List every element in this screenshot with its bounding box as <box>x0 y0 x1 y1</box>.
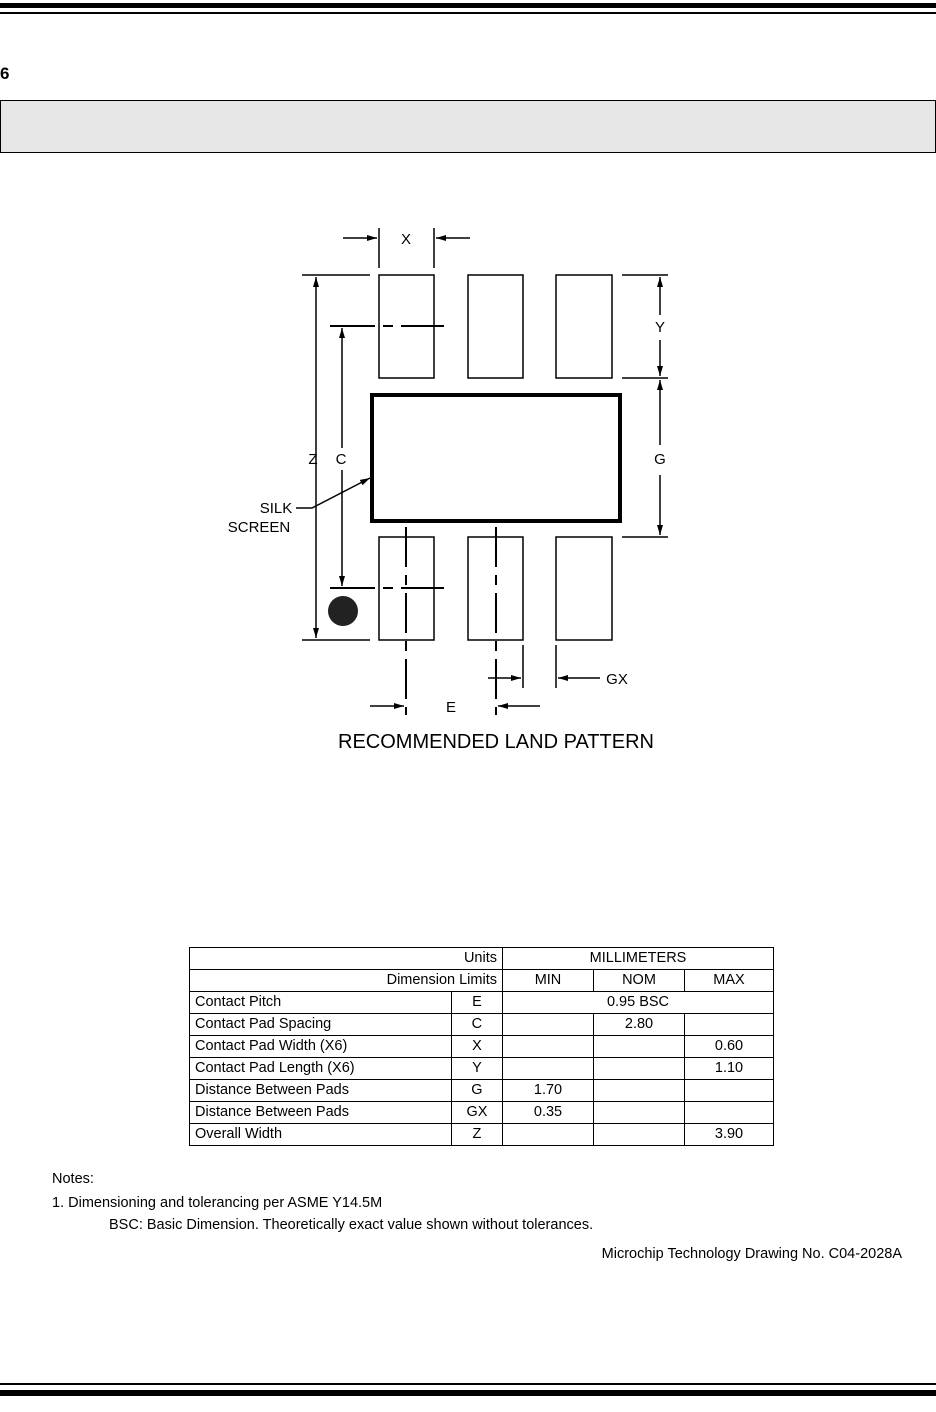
units-value: MILLIMETERS <box>502 947 774 970</box>
row-min: 1.70 <box>502 1079 594 1102</box>
row-symbol: E <box>450 991 504 1014</box>
row-min <box>502 1057 594 1080</box>
row-min <box>502 1013 594 1036</box>
row-symbol: G <box>450 1079 504 1102</box>
pad-bottom-3 <box>555 536 613 641</box>
col-max: MAX <box>684 969 774 992</box>
row-max: 1.10 <box>684 1057 774 1080</box>
pad-centerline-v <box>405 527 497 715</box>
row-name: Distance Between Pads <box>189 1079 452 1102</box>
row-max: 3.90 <box>684 1123 774 1146</box>
row-min: 0.35 <box>502 1101 594 1124</box>
pad-top-2 <box>467 274 524 379</box>
dim-label-y: Y <box>655 319 665 336</box>
pin1-marker-icon <box>328 596 358 626</box>
row-symbol: C <box>450 1013 504 1036</box>
header-rule-thin <box>0 12 936 14</box>
row-max <box>684 1079 774 1102</box>
col-min: MIN <box>502 969 594 992</box>
row-max <box>684 1013 774 1036</box>
silk-label: SILK <box>260 500 293 517</box>
row-nom: 2.80 <box>593 1013 685 1036</box>
land-pattern-drawing: X Y Z C G GX E SILK SCREEN RECOMMENDED L… <box>228 228 668 753</box>
row-symbol: GX <box>450 1101 504 1124</box>
row-min <box>502 1035 594 1058</box>
row-name: Contact Pad Spacing <box>189 1013 452 1036</box>
section-number: 6 <box>0 64 10 83</box>
dim-label-c: C <box>336 451 347 468</box>
row-symbol: X <box>450 1035 504 1058</box>
footer-rule-thick <box>0 1390 936 1396</box>
row-name: Distance Between Pads <box>189 1101 452 1124</box>
table-row: Contact Pitch E 0.95 BSC <box>189 991 774 1014</box>
note-1-bsc: BSC: Basic Dimension. Theoretically exac… <box>109 1217 594 1233</box>
header-rule-thick <box>0 3 936 8</box>
row-name: Contact Pad Length (X6) <box>189 1057 452 1080</box>
col-nom: NOM <box>593 969 685 992</box>
row-symbol: Y <box>450 1057 504 1080</box>
row-nom <box>593 1101 685 1124</box>
row-name: Contact Pad Width (X6) <box>189 1035 452 1058</box>
drawing-number: Microchip Technology Drawing No. C04-202… <box>601 1246 902 1262</box>
silk-leader <box>296 477 371 509</box>
row-nom <box>593 1079 685 1102</box>
row-max <box>684 1101 774 1124</box>
row-max: 0.60 <box>684 1035 774 1058</box>
dim-label-x: X <box>401 231 411 248</box>
row-nom <box>593 1123 685 1146</box>
dim-label-gx: GX <box>606 671 628 688</box>
pad-top-3 <box>555 274 613 379</box>
table-row: Contact Pad Length (X6)Y 1.10 <box>189 1057 774 1080</box>
dim-label-g: G <box>654 451 666 468</box>
silk-screen-outline <box>370 393 622 523</box>
row-name: Contact Pitch <box>189 991 452 1014</box>
row-nom <box>593 1035 685 1058</box>
row-symbol: Z <box>450 1123 504 1146</box>
row-value: 0.95 BSC <box>502 991 774 1014</box>
row-name: Overall Width <box>189 1123 452 1146</box>
limits-label: Dimension Limits <box>189 969 503 992</box>
dim-label-z: Z <box>308 451 317 468</box>
notes-heading: Notes: <box>52 1171 94 1187</box>
drawing-title: RECOMMENDED LAND PATTERN <box>338 731 654 753</box>
note-1: 1. Dimensioning and tolerancing per ASME… <box>52 1195 383 1211</box>
section-title-box <box>0 100 936 153</box>
table-row: Contact Pad Width (X6)X 0.60 <box>189 1035 774 1058</box>
silk-label-2: SCREEN <box>228 519 291 536</box>
dimension-table: Units MILLIMETERS Dimension Limits MIN N… <box>189 947 774 1146</box>
units-label: Units <box>189 947 503 970</box>
pad-centerline-h <box>330 325 444 589</box>
row-nom <box>593 1057 685 1080</box>
row-min <box>502 1123 594 1146</box>
footer-rule-thin <box>0 1383 936 1385</box>
dim-label-e: E <box>446 699 456 716</box>
